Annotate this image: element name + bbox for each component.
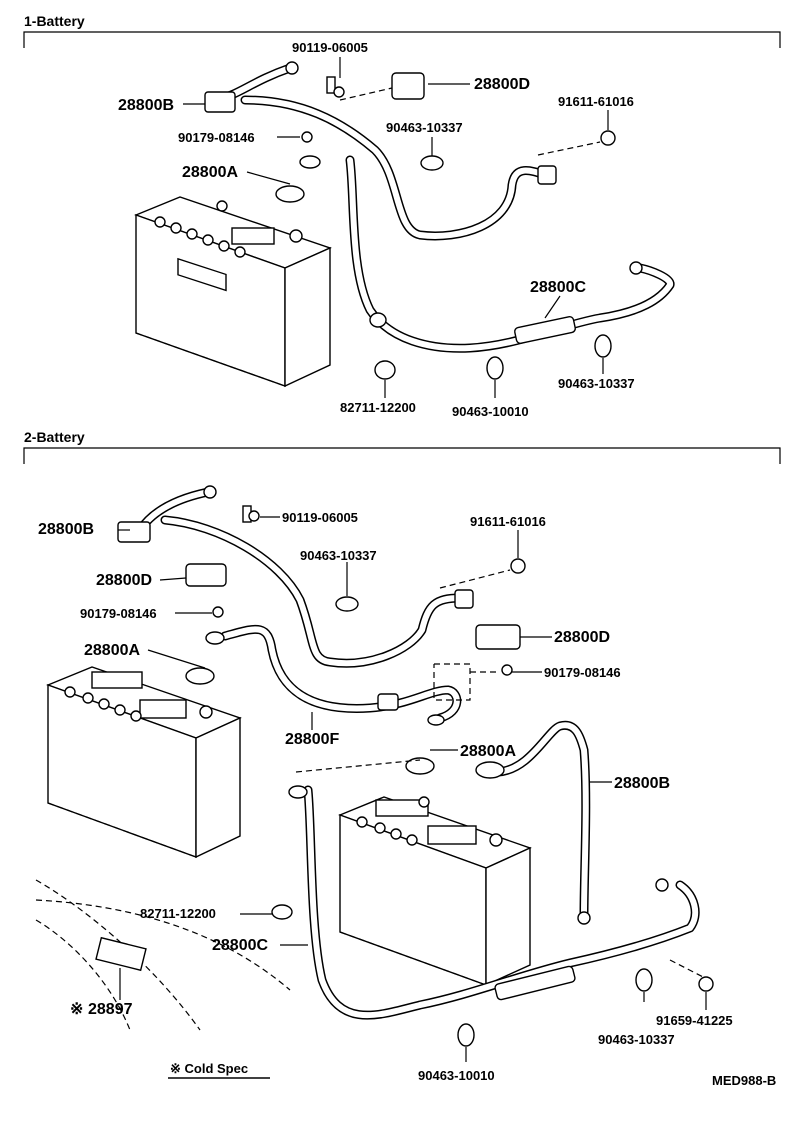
section-1-battery: 1-Battery — [23, 13, 781, 419]
label-90463-10337-bottom: 90463-10337 — [558, 376, 635, 391]
label-90463-10010: 90463-10010 — [418, 1068, 495, 1083]
label-28897: 28897 — [88, 1001, 133, 1018]
section-1-bracket — [23, 31, 781, 48]
label-82711-12200: 82711-12200 — [340, 400, 416, 415]
battery-left — [46, 666, 242, 859]
label-90119-06005: 90119-06005 — [292, 40, 368, 55]
label-90179-08146-left: 90179-08146 — [80, 606, 157, 621]
label-28800C: 28800C — [212, 937, 268, 954]
label-28800D: 28800D — [474, 76, 530, 93]
label-91611-61016: 91611-61016 — [558, 94, 634, 109]
label-90463-10337-top: 90463-10337 — [386, 120, 463, 135]
label-82711-12200: 82711-12200 — [140, 906, 216, 921]
label-90179-08146-right: 90179-08146 — [544, 665, 621, 680]
label-28800A: 28800A — [182, 164, 238, 181]
label-90463-10337-bottom: 90463-10337 — [598, 1032, 675, 1047]
cover-28800D-1 — [391, 72, 425, 100]
label-plate-28897 — [95, 936, 147, 972]
label-28800A-right: 28800A — [460, 743, 516, 760]
section-2-bracket — [23, 447, 781, 464]
label-91611-61016: 91611-61016 — [470, 514, 546, 529]
label-28800B-upper: 28800B — [38, 521, 94, 538]
section-1-title: 1-Battery — [24, 13, 85, 29]
section-2-title: 2-Battery — [24, 429, 85, 445]
section-2-battery: 2-Battery — [23, 429, 781, 1088]
label-90463-10010: 90463-10010 — [452, 404, 529, 419]
label-28800A-left: 28800A — [84, 642, 140, 659]
label-cold-spec: ※ Cold Spec — [170, 1061, 248, 1076]
label-28800D-right: 28800D — [554, 629, 610, 646]
label-28897-mark: ※ — [70, 1001, 83, 1018]
label-90119-06005: 90119-06005 — [282, 510, 358, 525]
cover-28800D-2a — [185, 563, 227, 587]
label-90179-08146: 90179-08146 — [178, 130, 255, 145]
connector-28800B-1 — [204, 91, 236, 113]
label-28800C: 28800C — [530, 279, 586, 296]
label-28800B-right: 28800B — [614, 775, 670, 792]
label-28800D-left: 28800D — [96, 572, 152, 589]
label-28800B: 28800B — [118, 97, 174, 114]
label-91659-41225: 91659-41225 — [656, 1013, 733, 1028]
label-28800F: 28800F — [285, 731, 339, 748]
label-90463-10337-top: 90463-10337 — [300, 548, 377, 563]
battery-right — [338, 796, 532, 987]
cover-28800D-2b — [475, 624, 521, 650]
label-diagram-code: MED988-B — [712, 1073, 776, 1088]
battery-1 — [134, 196, 332, 388]
